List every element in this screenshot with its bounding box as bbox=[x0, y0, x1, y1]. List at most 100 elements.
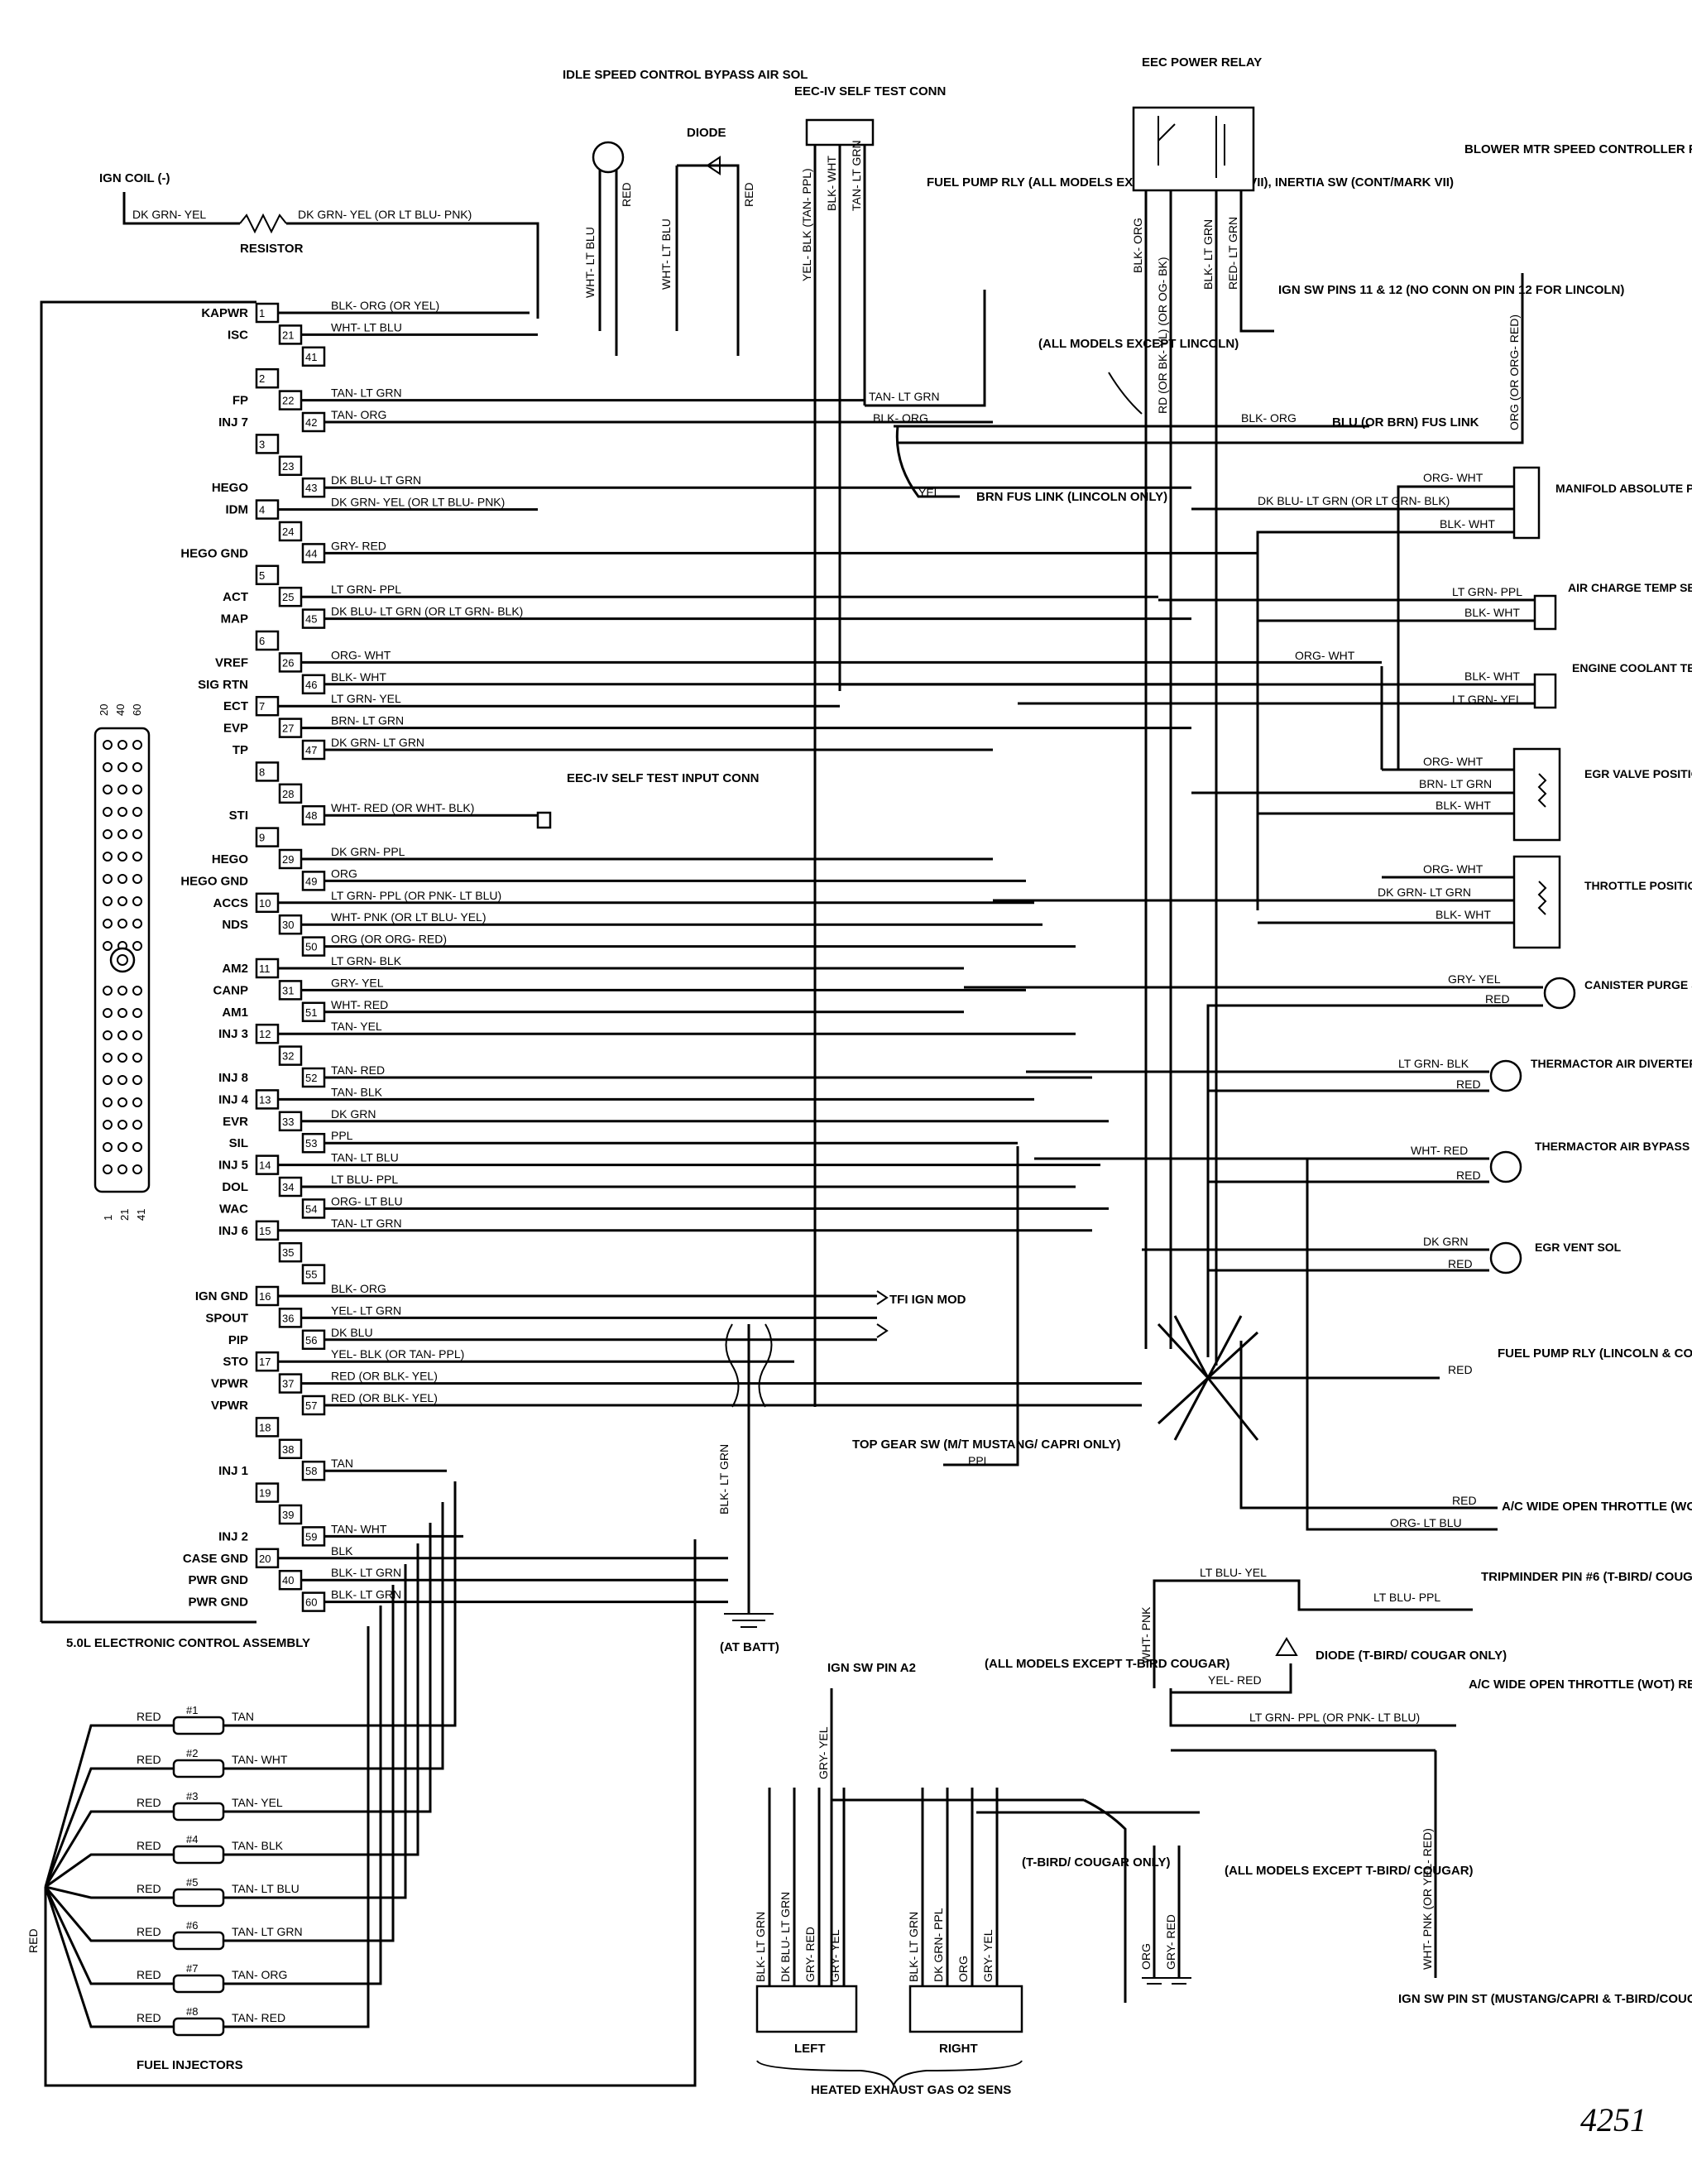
conn-pin-40: 40 bbox=[114, 704, 127, 716]
ecu-signal-label: PWR GND bbox=[189, 1596, 249, 1610]
ecu-signal-label: HEGO GND bbox=[180, 874, 248, 888]
injector-tan-wire bbox=[223, 1481, 457, 1727]
egr-sensor: EGR VALVE POSITION SENS ORG- WHT BRN- LT… bbox=[1191, 747, 1692, 842]
injector-number: #5 bbox=[186, 1876, 198, 1889]
middle-section: EEC-IV SELF TEST INPUT CONN TFI IGN MOD … bbox=[536, 771, 1474, 2097]
ecu-outline bbox=[40, 300, 256, 1622]
injector-body bbox=[172, 1974, 225, 1994]
batt-wire-label: BLK- LT GRN bbox=[717, 1444, 731, 1514]
ecu-pin-number: 4 bbox=[259, 504, 265, 516]
act-wire-1: LT GRN- PPL bbox=[1452, 585, 1522, 598]
conn-pin-60: 60 bbox=[131, 704, 143, 716]
conn-hole bbox=[132, 785, 142, 794]
ecu-wire-label: LT GRN- BLK bbox=[331, 954, 402, 967]
ecu-pin-number: 59 bbox=[305, 1530, 317, 1543]
tab-body bbox=[1489, 1150, 1522, 1183]
hego-right-box bbox=[908, 1985, 1023, 2033]
ecu-pin-number: 18 bbox=[259, 1421, 271, 1433]
ecu-signal-label: SPOUT bbox=[205, 1311, 248, 1325]
map-wires bbox=[1191, 485, 1514, 910]
ecu-signal-label: STI bbox=[229, 809, 248, 823]
conn-hole bbox=[117, 829, 127, 839]
ecu-wire-label: TAN- BLK bbox=[331, 1085, 383, 1098]
ecu-signal-label: WAC bbox=[219, 1202, 248, 1216]
conn-hole bbox=[103, 1142, 113, 1152]
conn-hole bbox=[132, 852, 142, 862]
fus-blk-label: BLK- ORG bbox=[1241, 411, 1297, 425]
diode-top-wire bbox=[677, 164, 740, 356]
red-splice bbox=[1157, 1315, 1440, 1441]
ecu-wire-label: TAN- LT GRN bbox=[331, 386, 402, 400]
ecu-pin-number: 6 bbox=[259, 635, 265, 647]
ecu-pin-box bbox=[255, 630, 280, 651]
conn-hole bbox=[103, 852, 113, 862]
ecu-pin-box bbox=[255, 1482, 280, 1503]
canister-wires bbox=[964, 986, 1543, 1357]
ecu-signal-label: FP bbox=[232, 394, 248, 408]
injector-number: #8 bbox=[186, 2005, 198, 2018]
ecu-pin-number: 51 bbox=[305, 1006, 317, 1019]
hego-wire-label: GRY- YEL bbox=[981, 1929, 995, 1982]
tad-sol: THERMACTOR AIR DIVERTER (TAD) SOL LT GRN… bbox=[1026, 1057, 1692, 1092]
ign-coil-label: IGN COIL (-) bbox=[99, 171, 170, 185]
injector-number: #4 bbox=[186, 1833, 198, 1846]
conn-hole bbox=[103, 1053, 113, 1063]
conn-hole bbox=[117, 1142, 127, 1152]
ecu-pin-number: 24 bbox=[282, 526, 294, 538]
ecu-signal-label: INJ 4 bbox=[218, 1092, 249, 1106]
fus-link-label: BLU (OR BRN) FUS LINK bbox=[1332, 415, 1479, 430]
tab-wire-2: RED bbox=[1456, 1169, 1481, 1182]
ecu-pin-number: 12 bbox=[259, 1028, 271, 1040]
conn-hole bbox=[117, 874, 127, 884]
ecu-pin-number: 56 bbox=[305, 1334, 317, 1346]
conn-hole bbox=[132, 1075, 142, 1085]
ecu-pin-number: 36 bbox=[282, 1312, 294, 1324]
ecu-pin-box bbox=[255, 564, 280, 586]
ecu-name: 5.0L ELECTRONIC CONTROL ASSEMBLY bbox=[66, 1636, 310, 1650]
all-except-lincoln: (ALL MODELS EXCEPT LINCOLN) bbox=[1038, 337, 1239, 351]
injector-body bbox=[172, 1716, 225, 1735]
injector-tan-wire bbox=[223, 1585, 395, 1942]
ecu-pin-number: 5 bbox=[259, 569, 265, 582]
ecu-pin-box bbox=[301, 346, 326, 367]
hego-left: LEFT bbox=[794, 2042, 826, 2056]
ecu-signal-label: NDS bbox=[222, 918, 248, 932]
hego-wire-label: ORG bbox=[956, 1956, 970, 1982]
egr-vent-wire-2: RED bbox=[1448, 1257, 1473, 1270]
ecu-pin-number: 41 bbox=[305, 351, 317, 363]
diode-top-label: DIODE bbox=[687, 126, 726, 140]
injector-tan-wire bbox=[223, 1502, 444, 1770]
tps-wires bbox=[993, 876, 1514, 924]
ecu-pin-number: 7 bbox=[259, 700, 265, 713]
injector-left-red: RED bbox=[26, 1928, 40, 1953]
coil-wire-right-line bbox=[286, 222, 539, 319]
ecu-pin-number: 50 bbox=[305, 941, 317, 953]
conn-hole bbox=[117, 1097, 127, 1107]
gry-yel-vert: GRY- YEL bbox=[817, 1726, 830, 1779]
ecu-wire-label: BLK- ORG bbox=[331, 1282, 386, 1295]
ect-body bbox=[1533, 673, 1557, 709]
ecu-wire-label: TAN- WHT bbox=[331, 1522, 387, 1535]
conn-hole bbox=[132, 829, 142, 839]
hego-wire-label: BLK- LT GRN bbox=[907, 1912, 920, 1982]
map-body bbox=[1512, 466, 1541, 540]
ecu-connector: 20 40 60 1 21 41 bbox=[93, 704, 151, 1221]
ecu-wire-label: ORG- LT BLU bbox=[331, 1194, 403, 1207]
conn-hole bbox=[117, 1164, 127, 1174]
egr-body bbox=[1512, 747, 1561, 842]
ecu-signal-label: HEGO bbox=[212, 481, 249, 495]
ecu-signal-label: CANP bbox=[213, 983, 248, 997]
conn-hole bbox=[103, 807, 113, 817]
ecu-wire-label: TAN- RED bbox=[331, 1063, 385, 1077]
ecu-pin-number: 28 bbox=[282, 788, 294, 800]
ecu-pins: 1214122242323434244452545626467274782848… bbox=[255, 302, 326, 1612]
ecu-pin-number: 55 bbox=[305, 1269, 317, 1281]
ecu-wire-label: TAN- LT GRN bbox=[331, 1217, 402, 1230]
map-wire-1: ORG- WHT bbox=[1423, 471, 1483, 484]
diode-wire-label-1: WHT- LT BLU bbox=[659, 218, 673, 290]
tps-wire-3: BLK- WHT bbox=[1436, 908, 1491, 921]
wot-wire-2: ORG- LT BLU bbox=[1390, 1516, 1462, 1529]
ecu-wire-label: TAN bbox=[331, 1457, 353, 1470]
ecu-wire-label: YEL- LT GRN bbox=[331, 1303, 401, 1317]
